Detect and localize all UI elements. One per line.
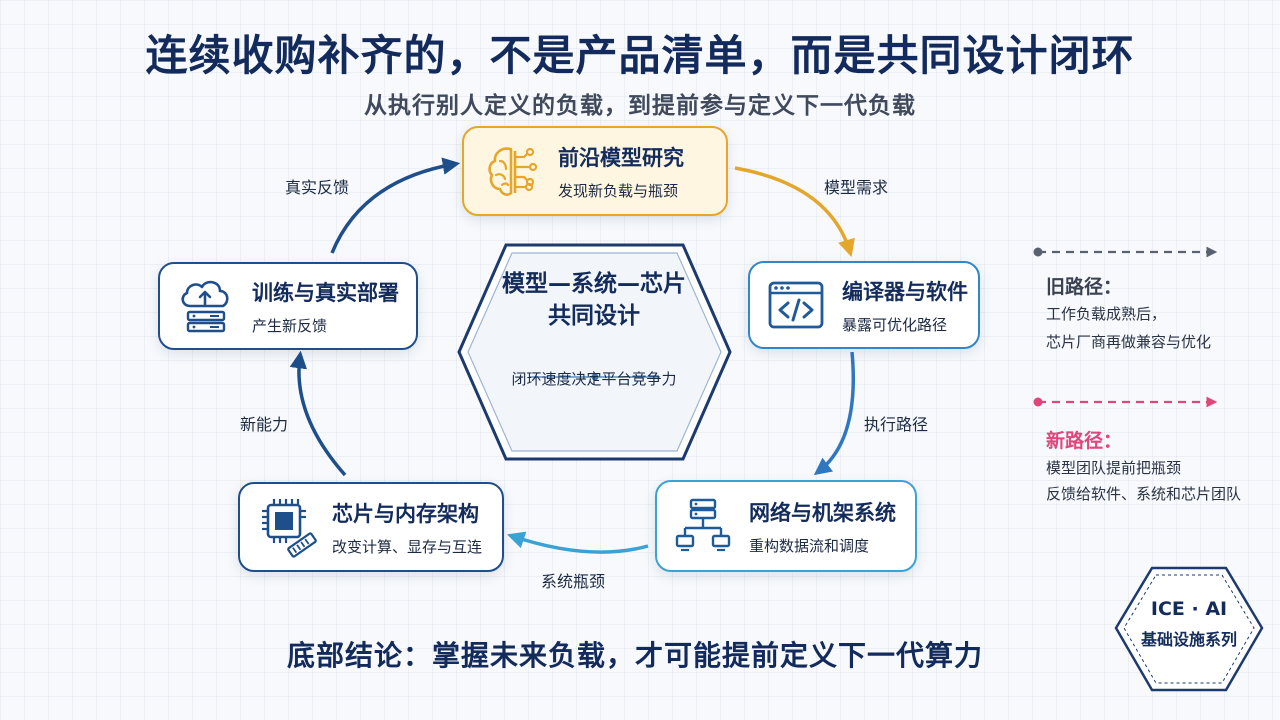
center-hexagon-inner <box>467 252 722 452</box>
series-badge-hexagon <box>1114 566 1264 692</box>
series-badge-line2: 基础设施系列 <box>1140 630 1237 649</box>
node-network-rack-title: 网络与机架系统 <box>749 500 896 525</box>
network-topology-icon <box>675 498 731 552</box>
edge-label-model-demand: 模型需求 <box>824 178 889 197</box>
legend-old-line1: 工作负载成熟后， <box>1046 305 1167 323</box>
series-badge-hexagon-inner <box>1123 574 1255 684</box>
legend-old-title: 旧路径： <box>1046 276 1123 298</box>
arrow-chip-to-training <box>289 350 347 477</box>
chip-memory-icon <box>262 499 317 558</box>
legend-new-line1: 模型团队提前把瓶颈 <box>1046 459 1182 477</box>
legend-new-line2: 反馈给软件、系统和芯片团队 <box>1046 485 1242 503</box>
center-title-line1: 模型—系统—芯片 <box>502 271 686 297</box>
center-block: 模型—系统—芯片 共同设计 闭环速度决定平台竞争力 <box>458 268 730 389</box>
series-badge-line1: ICE · AI <box>1150 598 1228 620</box>
edge-label-system-bottleneck: 系统瓶颈 <box>541 572 606 591</box>
node-training-deploy-title: 训练与真实部署 <box>252 280 399 305</box>
node-model-research: 前沿模型研究 发现新负载与瓶颈 <box>462 126 728 216</box>
code-window-icon <box>768 281 824 329</box>
node-network-rack-desc: 重构数据流和调度 <box>749 536 870 555</box>
cloud-server-icon <box>181 280 229 333</box>
node-chip-memory: 芯片与内存架构 改变计算、显存与互连 <box>238 482 504 572</box>
node-compiler-software: 编译器与软件 暴露可优化路径 <box>748 261 980 349</box>
legend-new-title: 新路径： <box>1046 430 1123 452</box>
arrow-research-to-compiler <box>734 166 855 258</box>
legend-old-line2: 芯片厂商再做兼容与优化 <box>1046 333 1212 351</box>
center-divider-dot <box>591 373 599 381</box>
center-desc: 闭环速度决定平台竞争力 <box>511 370 677 388</box>
page-subtitle: 从执行别人定义的负载，到提前参与定义下一代负载 <box>364 93 916 119</box>
arrow-compiler-to-network <box>813 351 856 476</box>
bottom-conclusion: 底部结论：掌握未来负载，才可能提前定义下一代算力 <box>286 639 983 672</box>
arrow-network-to-chip <box>507 531 649 554</box>
node-compiler-software-title: 编译器与软件 <box>842 279 968 304</box>
node-chip-memory-desc: 改变计算、显存与互连 <box>332 537 483 556</box>
legend-old-dot <box>1033 247 1043 257</box>
node-model-research-desc: 发现新负载与瓶颈 <box>558 181 679 200</box>
edge-label-real-feedback: 真实反馈 <box>285 178 350 197</box>
node-compiler-software-desc: 暴露可优化路径 <box>842 315 948 334</box>
center-title-line2: 共同设计 <box>548 303 640 329</box>
series-badge: ICE · AI 基础设施系列 <box>1118 598 1260 650</box>
node-network-rack: 网络与机架系统 重构数据流和调度 <box>655 480 917 572</box>
node-chip-memory-title: 芯片与内存架构 <box>332 501 479 526</box>
legend-new-dot <box>1033 397 1043 407</box>
node-model-research-title: 前沿模型研究 <box>558 145 684 170</box>
edge-label-new-capability: 新能力 <box>240 415 289 434</box>
node-training-deploy-desc: 产生新反馈 <box>252 316 328 335</box>
node-training-deploy: 训练与真实部署 产生新反馈 <box>158 262 418 350</box>
edge-label-exec-path: 执行路径 <box>864 415 929 434</box>
brain-circuit-icon <box>488 147 538 196</box>
page-title: 连续收购补齐的，不是产品清单，而是共同设计闭环 <box>145 31 1135 80</box>
arrow-training-to-research <box>330 157 461 254</box>
